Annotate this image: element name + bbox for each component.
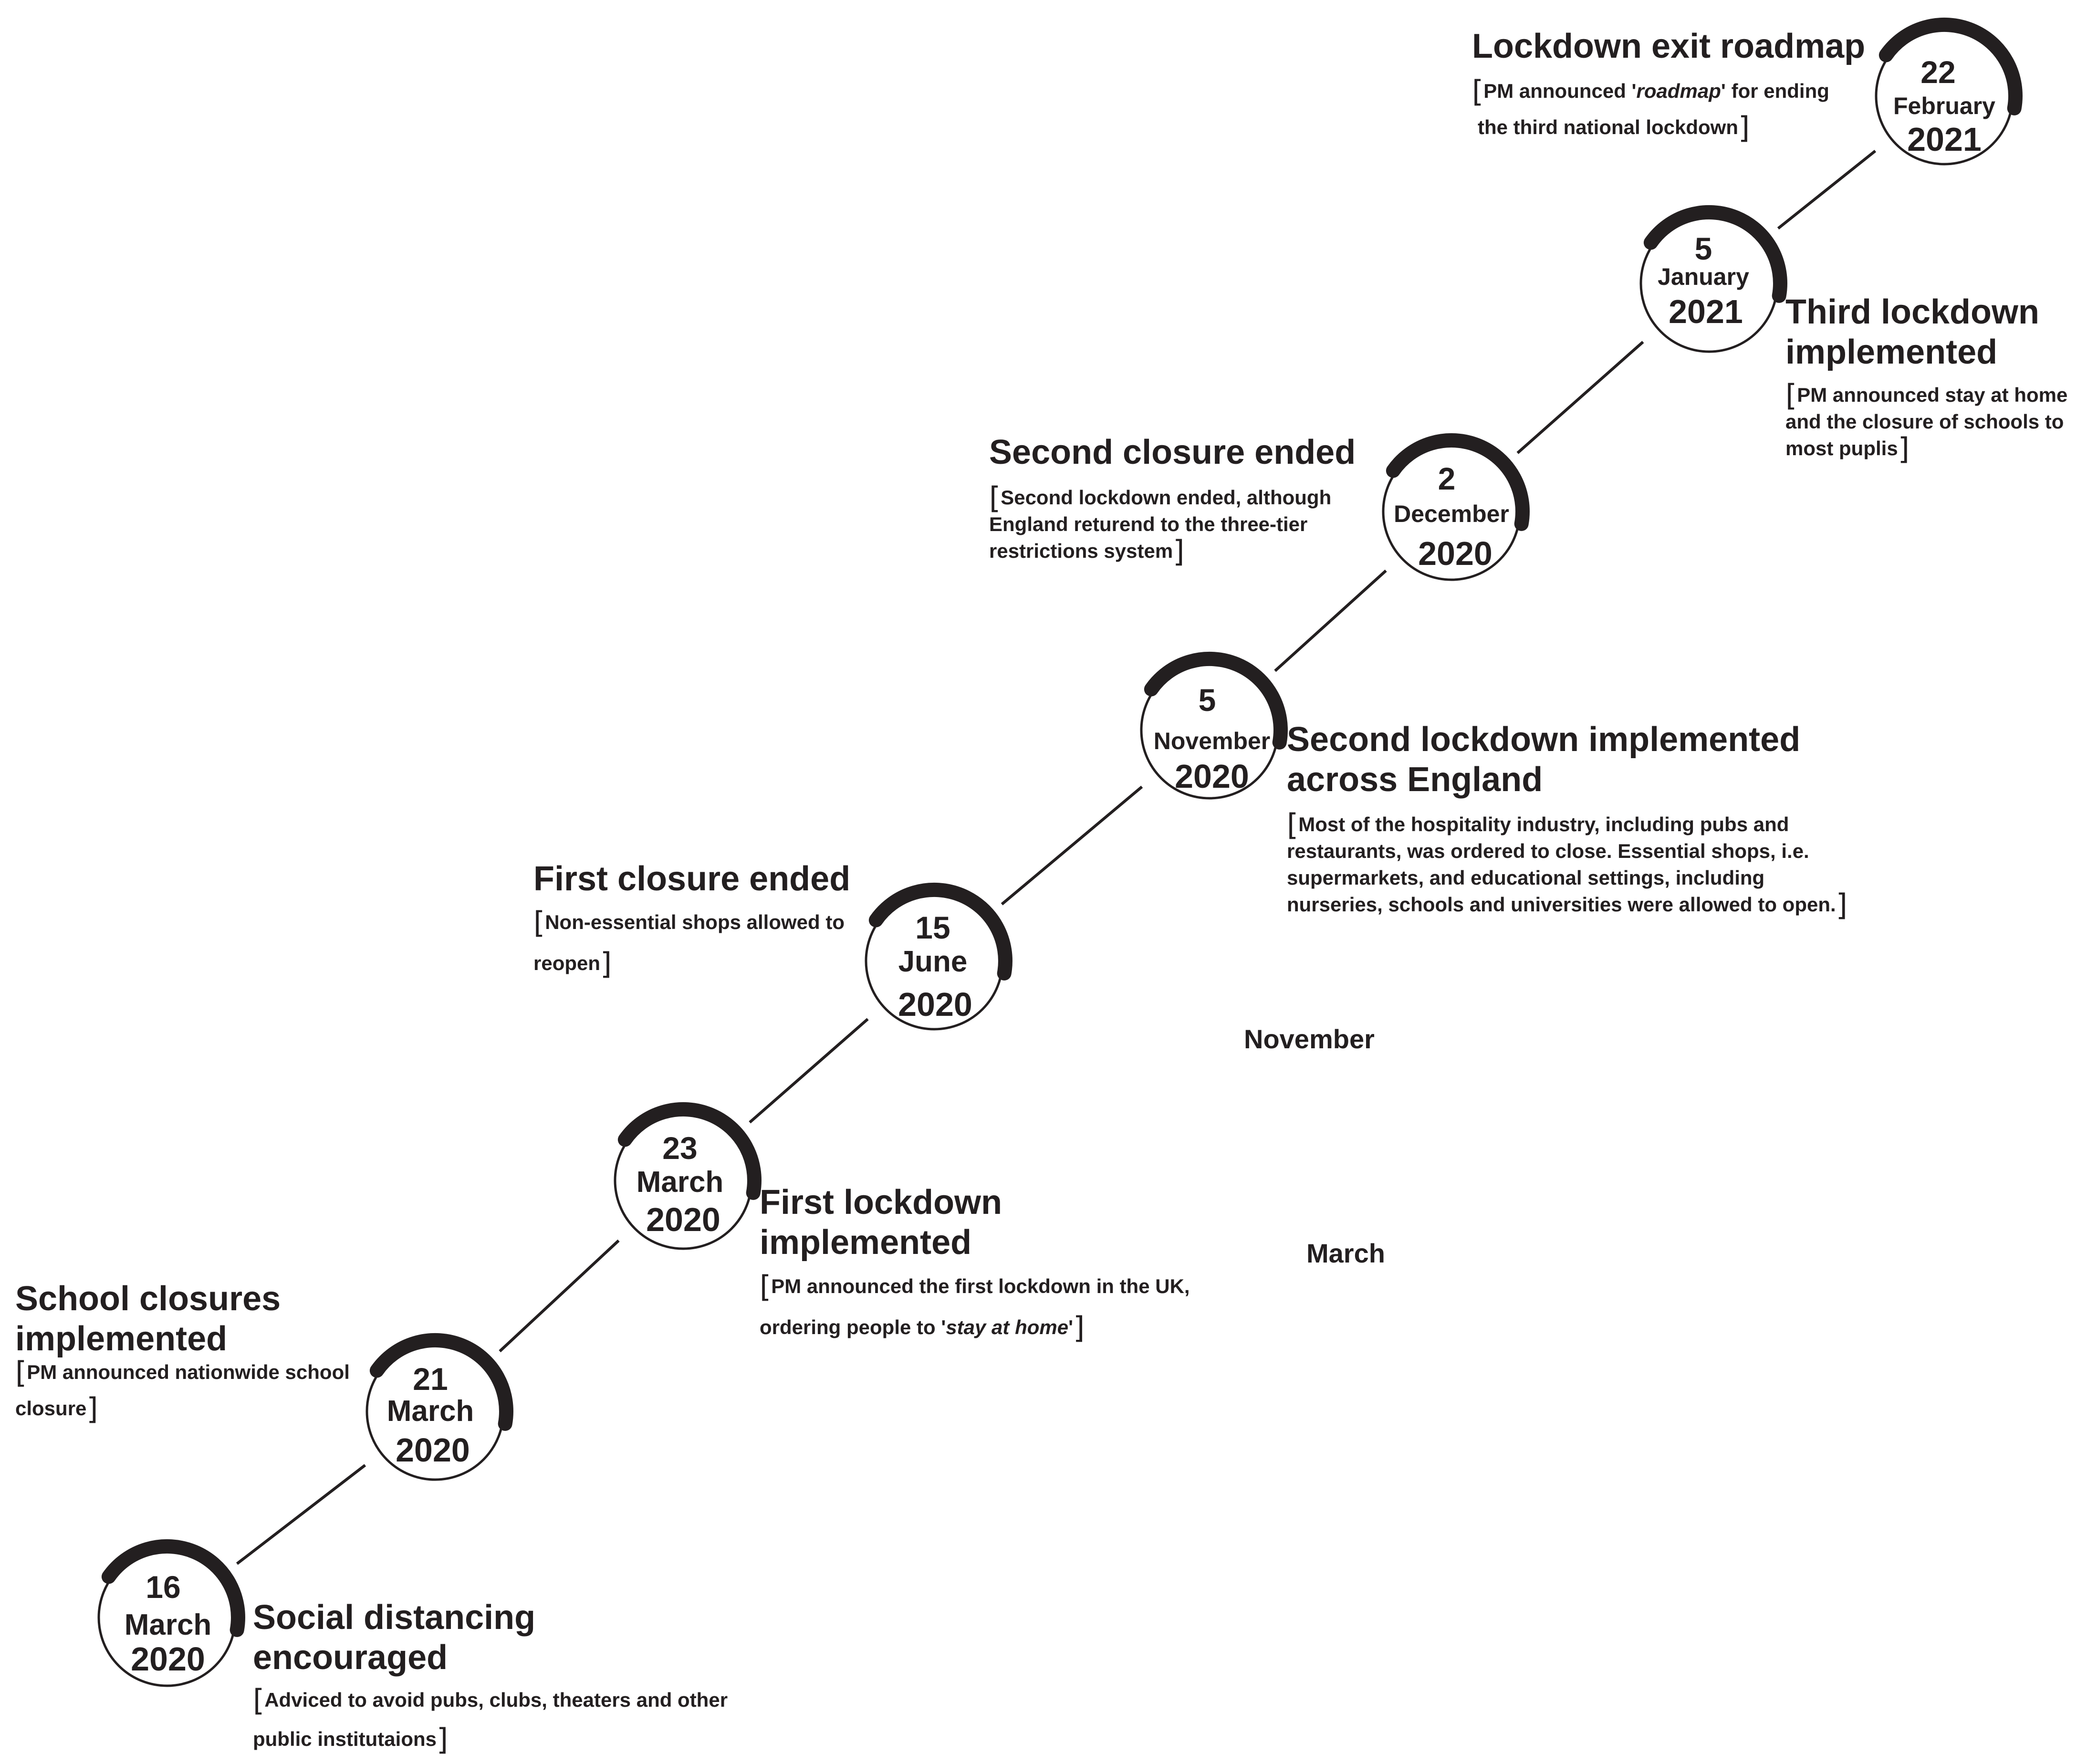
- milestone-2-description: [PM announced nationwide school closure]: [15, 1355, 350, 1426]
- milestone-2-arc: [369, 1333, 513, 1431]
- milestone-5-description: [Most of the hospitality industry, inclu…: [1287, 807, 1847, 922]
- milestone-3-year: 2020: [646, 1201, 720, 1238]
- milestone-7-month: January: [1658, 263, 1749, 290]
- milestone-8-year: 2021: [1907, 121, 1982, 158]
- milestone-7-title: Third lockdown implemented: [1785, 293, 2039, 371]
- milestone-8-month: February: [1893, 93, 1995, 119]
- milestone-7-description: [PM announced stay at home and the closu…: [1785, 378, 2068, 466]
- milestone-4-year: 2020: [898, 986, 972, 1023]
- milestone-5-month: November: [1153, 728, 1271, 754]
- milestone-6-arc: [1386, 433, 1530, 531]
- milestone-1-day: 16: [146, 1569, 181, 1605]
- milestone-4-arc: [868, 882, 1012, 981]
- milestone-2-month: March: [386, 1395, 474, 1428]
- milestone-4-month: June: [898, 945, 968, 978]
- timeline-connector-2: [499, 1239, 620, 1353]
- stray-label-march: March: [1306, 1238, 1385, 1268]
- timeline-connector-1: [236, 1464, 366, 1565]
- milestone-7-year: 2021: [1669, 293, 1743, 330]
- milestone-7-day: 5: [1694, 231, 1712, 266]
- stray-label-november: November: [1244, 1024, 1375, 1054]
- timeline-connector-5: [1274, 569, 1387, 672]
- timeline-connector-6: [1516, 341, 1644, 454]
- milestone-6-title: Second closure ended: [989, 433, 1356, 471]
- milestone-6-description: [Second lockdown ended, although England…: [989, 480, 1332, 569]
- milestone-7-arc: [1643, 205, 1787, 303]
- milestone-1-year: 2020: [131, 1640, 205, 1678]
- milestone-6-month: December: [1394, 501, 1509, 527]
- milestone-8-day: 22: [1920, 54, 1956, 90]
- milestone-5-title: Second lockdown implemented across Engla…: [1287, 720, 1801, 799]
- milestone-3-arc: [617, 1102, 762, 1200]
- milestone-4-day: 15: [915, 910, 950, 945]
- milestone-2-year: 2020: [396, 1431, 470, 1469]
- milestone-5-arc: [1144, 651, 1288, 750]
- milestone-5-year: 2020: [1175, 758, 1249, 795]
- milestone-3-description: [PM announced the first lockdown in the …: [760, 1269, 1190, 1345]
- timeline-connector-4: [1001, 785, 1143, 906]
- milestone-1-month: March: [124, 1608, 212, 1641]
- milestone-2-title: School closures implemented: [15, 1280, 281, 1358]
- milestone-3-title: First lockdown implemented: [760, 1183, 1002, 1262]
- timeline-connector-7: [1777, 149, 1877, 230]
- milestone-8-description: [PM announced 'roadmap' for ending the t…: [1472, 74, 1829, 145]
- timeline-connector-3: [749, 1018, 869, 1124]
- milestone-4-description: [Non-essential shops allowed to reopen]: [533, 905, 845, 981]
- milestone-1-arc: [101, 1539, 245, 1637]
- milestone-1-description: [Adviced to avoid pubs, clubs, theaters …: [253, 1683, 728, 1757]
- milestone-3-day: 23: [662, 1130, 698, 1166]
- milestone-3-month: March: [636, 1166, 724, 1199]
- milestone-4-title: First closure ended: [533, 860, 851, 898]
- milestone-8-arc: [1878, 17, 2023, 115]
- milestone-5-day: 5: [1198, 682, 1216, 718]
- milestone-8-title: Lockdown exit roadmap: [1472, 27, 1866, 65]
- milestone-1-title: Social distancing encouraged: [253, 1598, 536, 1677]
- milestone-2-day: 21: [413, 1361, 448, 1397]
- milestone-6-day: 2: [1438, 461, 1456, 496]
- milestone-6-year: 2020: [1418, 535, 1492, 572]
